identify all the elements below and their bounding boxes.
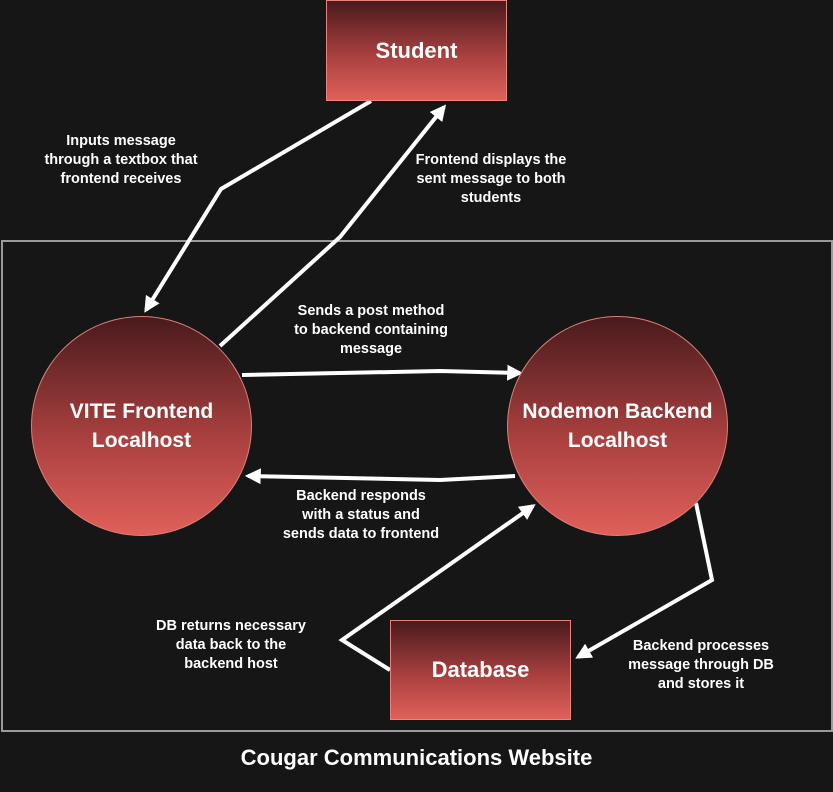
arrow-frontend-to-backend [241,364,524,381]
arrow-backend-to-frontend [244,468,516,485]
arrow-student-to-frontend [144,99,373,313]
database-label: Database [431,657,530,682]
backend-label: Nodemon Backend Localhost [522,400,713,452]
frontend-node: VITE Frontend Localhost [31,316,252,536]
edge-label-frontend-displays: Frontend displays the sent message to bo… [415,152,567,206]
arrow-backend-to-database [575,502,715,659]
backend-node: Nodemon Backend Localhost [507,316,728,536]
arrow-database-to-backend [338,504,536,672]
edge-label-db-returns: DB returns necessary data back to the ba… [156,618,306,672]
edge-label-inputs-message: Inputs message through a textbox that fr… [44,133,198,187]
frontend-label: VITE Frontend Localhost [69,400,214,452]
edge-label-backend-responds: Backend responds with a status and sends… [282,488,440,542]
system-boundary [1,240,833,732]
edge-label-backend-processes: Backend processes message through DB and… [628,638,774,692]
diagram-caption: Cougar Communications Website [240,745,593,770]
student-label: Student [375,37,458,63]
arrow-frontend-to-student [218,104,446,348]
edge-label-sends-post: Sends a post method to backend containin… [294,303,448,357]
student-node: Student [326,0,507,101]
database-node: Database [390,620,571,720]
